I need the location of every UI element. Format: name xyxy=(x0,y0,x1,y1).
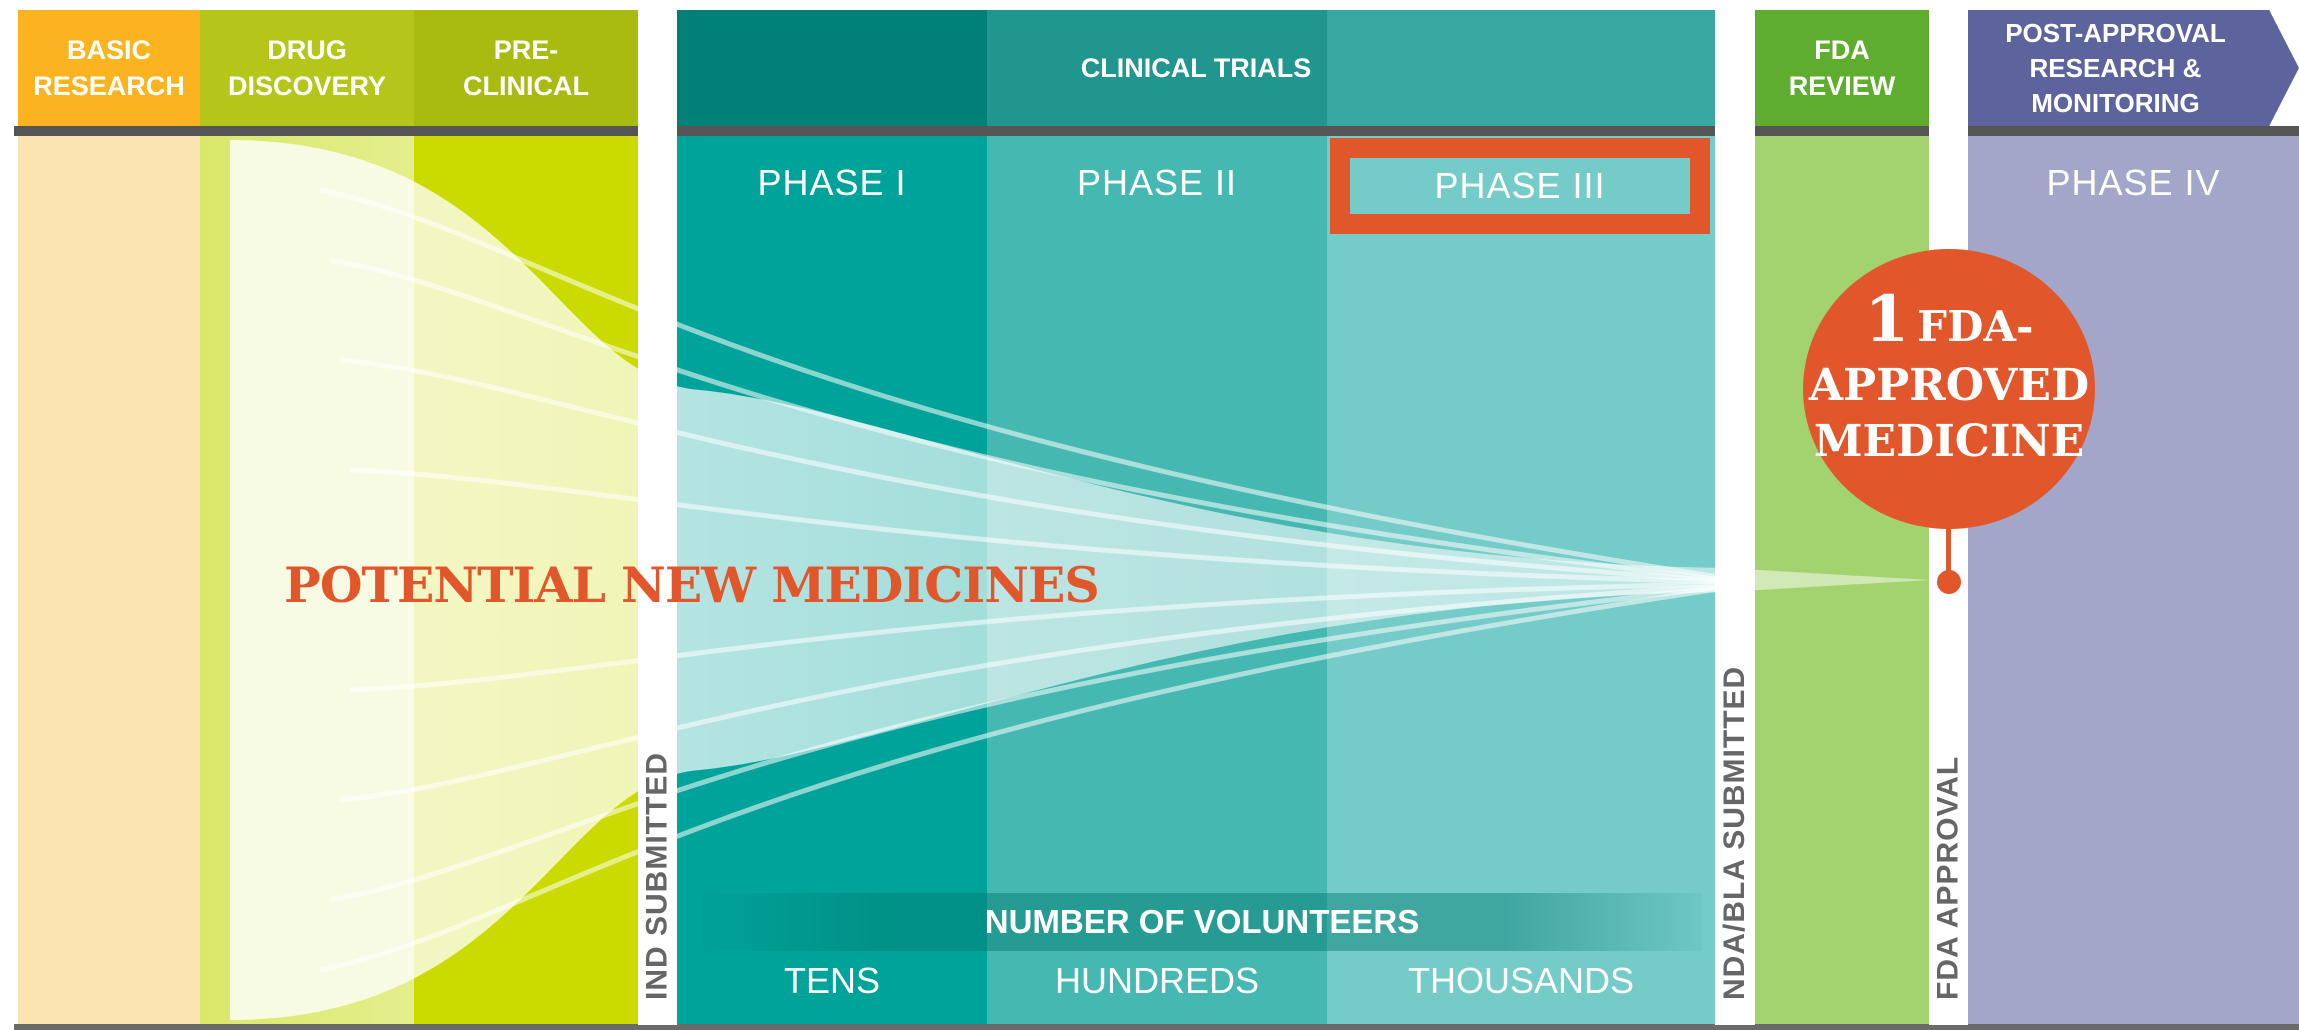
volunteers-hundreds: HUNDREDS xyxy=(1054,960,1259,1001)
clinical-header-right xyxy=(1327,10,1715,126)
phase2-label: PHASE II xyxy=(1076,162,1238,203)
stage-basic-research-label: BASIC RESEARCH xyxy=(33,35,185,101)
phase4-label: PHASE IV xyxy=(2046,162,2221,203)
ind-submitted-label: IND SUBMITTED xyxy=(640,752,674,1000)
volunteers-title: NUMBER OF VOLUNTEERS xyxy=(984,903,1420,940)
stage-post-approval-label: POST-APPROVAL RESEARCH & MONITORING xyxy=(2005,17,2226,118)
approved-number-row: 1 FDA- xyxy=(1803,287,2095,353)
stage-clinical-trials: CLINICAL TRIALS xyxy=(677,10,1715,126)
badge-dot xyxy=(1937,570,1961,594)
stage-clinical-trials-label: CLINICAL TRIALS xyxy=(1080,53,1312,83)
column-basic-research xyxy=(18,136,200,1025)
nda-submitted-label: NDA/BLA SUBMITTED xyxy=(1718,665,1751,1000)
approved-medicine-badge: 1 FDA- APPROVED MEDICINE xyxy=(1803,249,2095,529)
bottom-line xyxy=(14,1024,2299,1030)
approved-line2: APPROVED xyxy=(1808,360,2090,411)
volunteers-band xyxy=(702,893,1702,951)
stage-drug-discovery: DRUG DISCOVERY xyxy=(200,10,414,126)
volunteers-thousands: THOUSANDS xyxy=(1407,960,1635,1001)
badge-stem xyxy=(1946,525,1951,580)
separator-nda xyxy=(1715,126,1755,1025)
header-divider xyxy=(14,126,2299,136)
approved-line3: MEDICINE xyxy=(1813,416,2085,467)
funnel-streaks xyxy=(319,187,1726,973)
phase3-label: PHASE III xyxy=(1330,138,1710,234)
volunteers-tens: TENS xyxy=(783,960,880,1001)
clinical-header-left xyxy=(677,10,987,126)
fda-approval-label: FDA APPROVAL xyxy=(1931,755,1965,1000)
approved-line1: FDA- xyxy=(1917,302,2034,351)
funnel-shape xyxy=(230,140,1930,1020)
stage-pre-clinical: PRE- CLINICAL xyxy=(414,10,638,126)
clinical-header-mid xyxy=(987,10,1327,126)
stage-pre-clinical-label: PRE- CLINICAL xyxy=(463,35,589,101)
stage-fda-review: FDA REVIEW xyxy=(1755,10,1929,126)
stage-drug-discovery-label: DRUG DISCOVERY xyxy=(227,35,387,101)
potential-new-medicines-label: POTENTIAL NEW MEDICINES xyxy=(284,556,1100,614)
stage-basic-research: BASIC RESEARCH xyxy=(18,10,200,126)
stage-post-approval: POST-APPROVAL RESEARCH & MONITORING xyxy=(1968,10,2299,126)
stage-fda-review-label: FDA REVIEW xyxy=(1788,35,1896,101)
separator-ind xyxy=(638,126,677,1025)
approved-number: 1 xyxy=(1864,282,1910,357)
phase1-label: PHASE I xyxy=(757,162,907,203)
